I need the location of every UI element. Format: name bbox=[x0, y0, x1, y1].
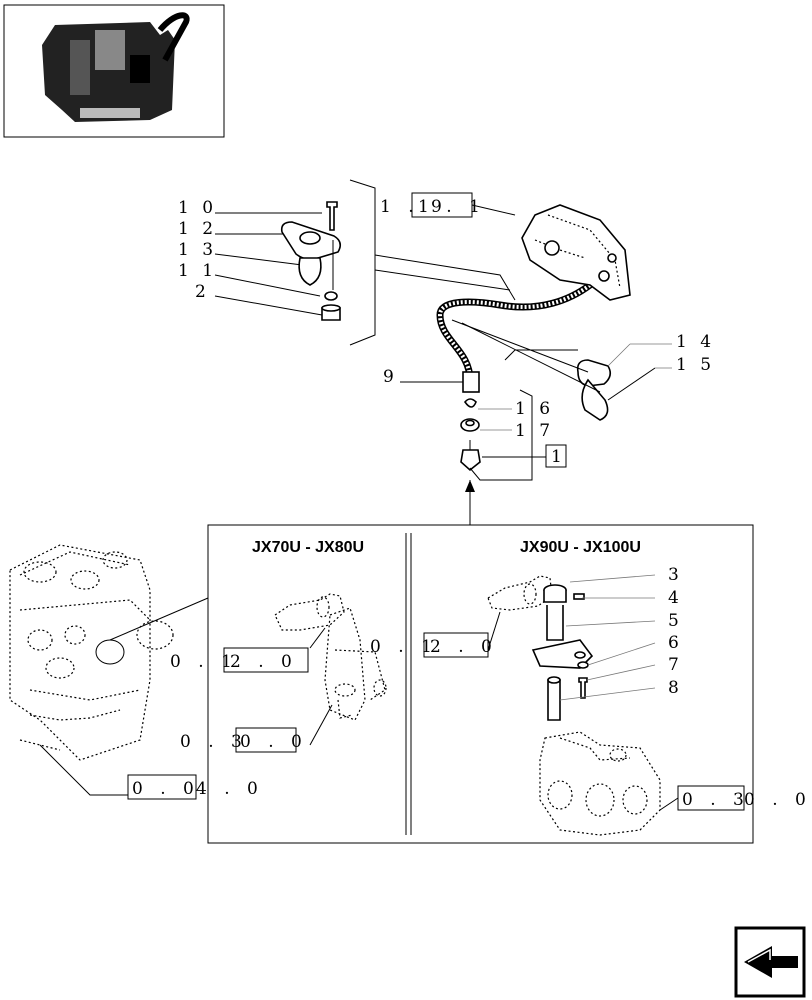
callout-7: 7 bbox=[668, 655, 683, 675]
callout-4: 4 bbox=[668, 588, 683, 608]
ref-2-0-left-box: 2 . 0 bbox=[230, 652, 298, 672]
callout-6: 6 bbox=[668, 633, 683, 653]
ref-0-1-left: 0 . 1 bbox=[170, 652, 238, 672]
ref-0-1-right: 0 . 1 bbox=[370, 637, 438, 657]
callout-13: 1 3 bbox=[178, 240, 217, 260]
reference-boxes bbox=[127, 192, 745, 811]
ref-1-1-box: 1 . 1 bbox=[418, 197, 486, 217]
left-variant-pump bbox=[274, 593, 387, 746]
callout-11: 1 1 bbox=[178, 261, 217, 281]
callout-8: 8 bbox=[668, 678, 683, 698]
callout-9: 9 bbox=[383, 367, 398, 387]
callout-2: 2 bbox=[195, 282, 210, 302]
callout-5: 5 bbox=[668, 611, 683, 631]
ref-1-9: 1 . 9 bbox=[380, 197, 448, 217]
ref-0-0-box: 0 . 0 bbox=[240, 732, 308, 752]
screw-part bbox=[326, 201, 338, 231]
variant-header-left: JX70U - JX80U bbox=[252, 539, 364, 556]
mount-part bbox=[298, 257, 322, 286]
engine-block-drawing bbox=[9, 544, 209, 796]
next-page-arrow-icon[interactable] bbox=[734, 926, 806, 998]
variant-header-right: JX90U - JX100U bbox=[520, 539, 641, 556]
transducer-housing bbox=[521, 204, 631, 301]
callout-10: 1 0 bbox=[178, 198, 217, 218]
callout-12: 1 2 bbox=[178, 219, 217, 239]
right-variant-pump bbox=[487, 574, 679, 836]
ref-0-0-right: 0 . 0 bbox=[744, 790, 812, 810]
upper-bracket-group bbox=[214, 179, 376, 346]
callout-1: 1 bbox=[551, 447, 566, 467]
callout-15: 1 5 bbox=[676, 355, 715, 375]
ref-2-0-right-box: 2 . 0 bbox=[430, 637, 498, 657]
ref-0-0-left-box: 0 . 0 bbox=[132, 779, 200, 799]
callout-3: 3 bbox=[668, 565, 683, 585]
callout-16: 1 6 bbox=[515, 399, 554, 419]
ref-0-3-box: 0 . 3 bbox=[682, 790, 750, 810]
variants-frame bbox=[207, 524, 754, 844]
sender-parts bbox=[460, 389, 546, 525]
ref-0-3: 0 . 3 bbox=[180, 732, 248, 752]
callout-17: 1 7 bbox=[515, 421, 554, 441]
engine-thumbnail-icon bbox=[3, 4, 225, 138]
callout-14: 1 4 bbox=[676, 332, 715, 352]
ref-4-0: 4 . 0 bbox=[196, 779, 264, 799]
